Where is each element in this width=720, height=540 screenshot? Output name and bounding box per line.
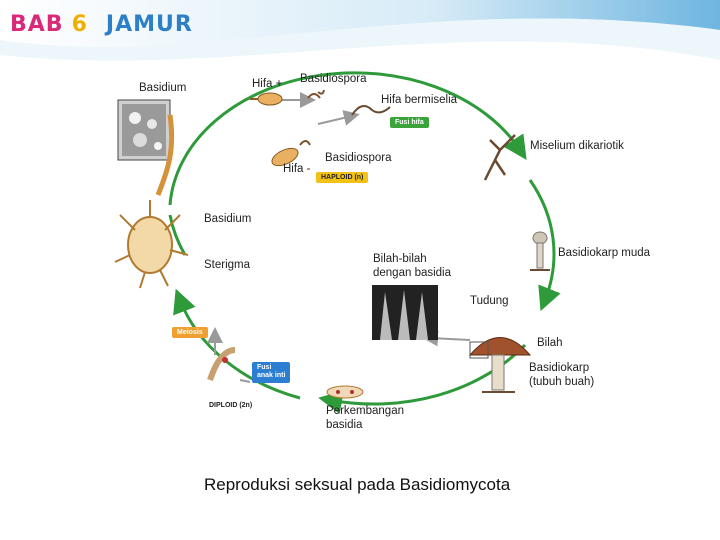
life-cycle-ring <box>168 71 527 206</box>
tag-diploid: DIPLOID (2n) <box>209 402 253 409</box>
gills-micrograph <box>372 285 438 340</box>
label-basidiokarp-line2: (tubuh buah) <box>529 375 595 388</box>
young-basidiocarp <box>530 231 550 271</box>
title-bab: BAB <box>10 12 64 37</box>
label-perkembangan-line1: Perkembangan <box>326 405 404 417</box>
figure-caption: Reproduksi seksual pada Basidiomycota <box>204 475 511 494</box>
label-basidium-mid: Basidium <box>204 213 252 225</box>
tag-haploid: HAPLOID (n) <box>316 172 369 183</box>
label-basidiokarp-muda: Basidiokarp muda <box>558 247 651 259</box>
developing-basidia <box>326 385 364 399</box>
label-basidium-top: Basidium <box>139 82 187 94</box>
tag-fusi-anak-inti-line1: Fusi <box>257 364 272 371</box>
label-basidiospora-mid: Basidiospora <box>325 152 392 164</box>
page-title: BAB 6 JAMUR <box>10 12 193 37</box>
dikaryotic-mycelium <box>483 134 516 181</box>
tag-fusi-anak-inti-line2: anak inti <box>257 372 286 380</box>
spores-minus <box>271 140 311 167</box>
label-bilah-bilah-line2: dengan basidia <box>373 266 452 279</box>
label-perkembangan-line2: basidia <box>326 418 363 431</box>
label-bilah-bilah: Bilah-bilah dengan basidia <box>373 253 451 281</box>
tag-fusi-hifa: Fusi hifa <box>390 117 429 128</box>
label-hifa-plus: Hifa + <box>252 78 283 90</box>
basidium-micrograph <box>117 99 171 161</box>
basidium-cluster <box>114 200 189 289</box>
spores-plus <box>250 89 325 106</box>
label-basidiospora-top: Basidiospora <box>300 73 367 85</box>
label-bilah-bilah-line1: Bilah-bilah <box>373 253 427 265</box>
tag-fusi-anak-inti: Fusi anak inti <box>252 362 291 383</box>
diploid-cell <box>207 347 236 381</box>
title-number: 6 <box>71 12 88 37</box>
header-wave-background <box>0 0 720 61</box>
label-bilah: Bilah <box>537 337 563 349</box>
label-tudung: Tudung <box>470 295 509 307</box>
label-sterigma: Sterigma <box>204 259 251 271</box>
label-basidiokarp: Basidiokarp (tubuh buah) <box>529 362 594 390</box>
mature-basidiocarp <box>468 337 532 393</box>
label-perkembangan-basidia: Perkembangan basidia <box>326 405 404 433</box>
label-basidiokarp-line1: Basidiokarp <box>529 362 590 374</box>
label-miselium-dikariotik: Miselium dikariotik <box>530 140 624 152</box>
title-jamur: JAMUR <box>105 12 193 37</box>
tag-meiosis: Meiosis <box>172 327 208 338</box>
label-hifa-minus: Hifa - <box>283 163 311 175</box>
label-hifa-bermiselia: Hifa bermiselia <box>381 94 458 106</box>
